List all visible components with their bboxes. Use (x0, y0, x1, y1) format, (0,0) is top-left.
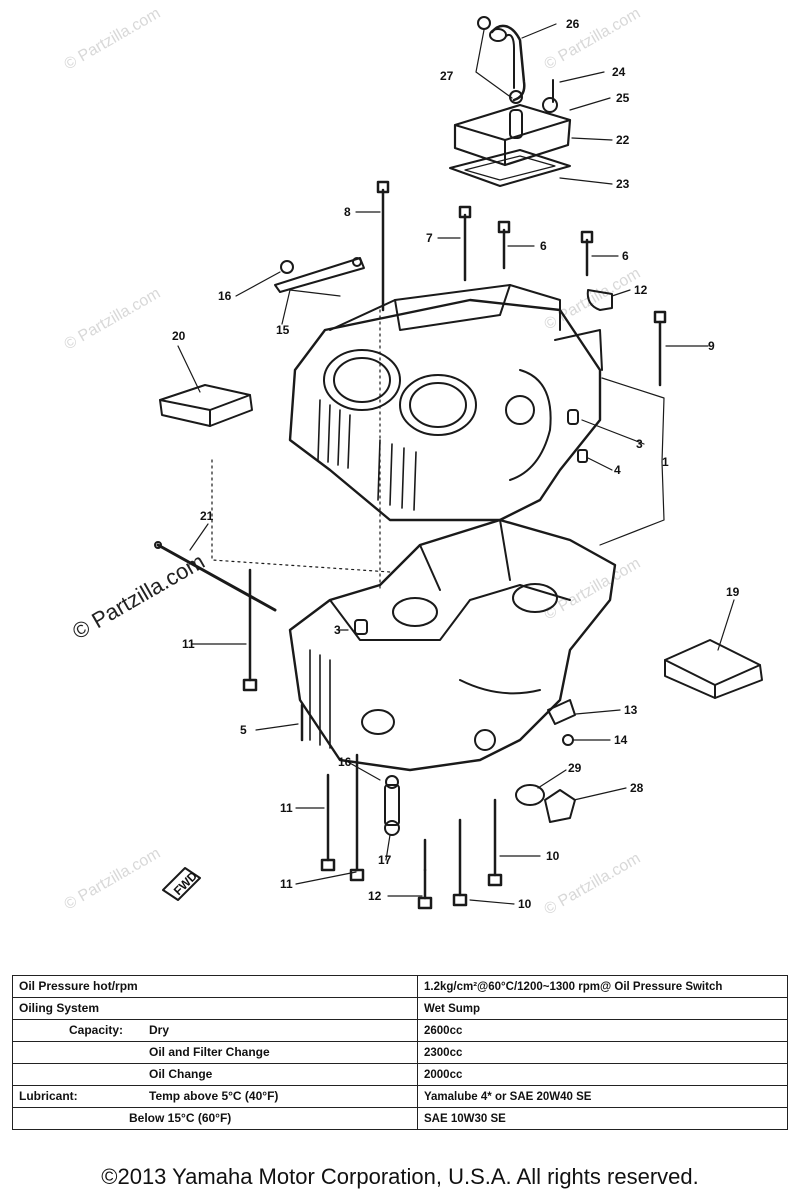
spec-value: 2600cc (417, 1019, 788, 1042)
callout-label: 10 (546, 849, 560, 863)
spec-label: Dry (149, 1023, 170, 1037)
watermarks: © Partzilla.com © Partzilla.com © Partzi… (62, 5, 644, 919)
spec-value: 2000cc (417, 1063, 788, 1086)
callout-label: 19 (726, 585, 740, 599)
callout-label: 24 (612, 65, 626, 79)
spec-label-cell: Below 15°C (60°F) (12, 1107, 418, 1130)
callout-label: 6 (622, 249, 629, 263)
spec-label: Below 15°C (60°F) (129, 1111, 232, 1125)
cable-guide (274, 257, 365, 293)
spec-label: Oiling System (19, 1001, 100, 1015)
watermark: © Partzilla.com (62, 845, 164, 914)
callout-label: 6 (540, 239, 547, 253)
callout-label: 3 (636, 437, 643, 451)
callout-label: 15 (276, 323, 290, 337)
callout-label: 7 (426, 231, 433, 245)
spec-value: 2300cc (417, 1041, 788, 1064)
spec-label-cell: Oil Change (12, 1063, 418, 1086)
spec-label-cell: Oil Pressure hot/rpm (12, 975, 418, 998)
spec-value: Wet Sump (417, 997, 788, 1020)
spec-label: Oil Change (149, 1067, 213, 1081)
callout-label: 13 (624, 703, 638, 717)
callout-label: 8 (344, 205, 351, 219)
watermark: © Partzilla.com (62, 285, 164, 354)
callout-label: 17 (378, 853, 392, 867)
callout-label: 20 (172, 329, 186, 343)
callout-label: 9 (708, 339, 715, 353)
drain-parts (384, 699, 576, 836)
dowel-pin (567, 409, 579, 425)
callout-label: 11 (182, 637, 195, 651)
callouts: 26 24 25 27 22 23 8 7 6 6 12 16 15 9 20 … (171, 17, 740, 911)
spec-row: Oil and Filter Change 2300cc (12, 1041, 788, 1064)
spec-row: Lubricant: Temp above 5°C (40°F) Yamalube … (12, 1085, 788, 1108)
callout-label: 10 (518, 897, 532, 911)
upper-crankcase (288, 284, 603, 522)
watermark: © Partzilla.com (542, 5, 644, 74)
callout-label: 5 (240, 723, 247, 737)
callout-label: 23 (616, 177, 630, 191)
oil-jet (577, 449, 588, 463)
callout-label: 11 (280, 877, 293, 891)
callout-label: 14 (614, 733, 628, 747)
spec-value: Yamalube 4* or SAE 20W40 SE (417, 1085, 788, 1108)
spec-value: SAE 10W30 SE (417, 1107, 788, 1130)
spec-label: Temp above 5°C (40°F) (149, 1089, 279, 1103)
spec-row: Oiling System Wet Sump (12, 997, 788, 1020)
callout-label: 29 (568, 761, 582, 775)
spec-label: Oil and Filter Change (149, 1045, 270, 1059)
callout-label: 11 (280, 801, 293, 815)
callout-label: 3 (334, 623, 341, 637)
fwd-arrow (162, 867, 201, 901)
spec-label: Capacity: (69, 1023, 124, 1037)
callout-label: 27 (440, 69, 454, 83)
callout-label: 21 (200, 509, 214, 523)
callout-label: 16 (218, 289, 232, 303)
watermark: © Partzilla.com (62, 5, 164, 74)
crankcase-exploded-diagram: © Partzilla.com © Partzilla.com © Partzi… (62, 5, 763, 919)
clamp (586, 289, 613, 311)
spec-label-cell: Lubricant: Temp above 5°C (40°F) (12, 1085, 418, 1108)
callout-label: 26 (566, 17, 580, 31)
leader-lines (177, 23, 735, 905)
upper-bolts (376, 180, 667, 387)
callout-label: 25 (616, 91, 630, 105)
copyright-notice: ©2013 Yamaha Motor Corporation, U.S.A. A… (101, 1164, 699, 1189)
callout-label: 1 (662, 455, 669, 469)
oil-specifications-table: Oil Pressure hot/rpm 1.2kg/cm²@60°C/1200~… (12, 975, 788, 1130)
spec-label-cell: Oil and Filter Change (12, 1041, 418, 1064)
spec-label-cell: Capacity: Dry (12, 1019, 418, 1042)
parts (154, 16, 763, 910)
spec-value: 1.2kg/cm²@60°C/1200~1300 rpm@ Oil Pressu… (417, 975, 788, 998)
callout-label: 22 (616, 133, 630, 147)
spec-row: Oil Change 2000cc (12, 1063, 788, 1086)
callout-label: 28 (630, 781, 644, 795)
spec-row: Capacity: Dry 2600cc (12, 1019, 788, 1042)
watermark: © Partzilla.com (542, 555, 644, 624)
plate-20 (159, 384, 253, 427)
lower-crankcase (288, 518, 617, 772)
lower-bolts (242, 568, 503, 910)
callout-label: 12 (368, 889, 382, 903)
spec-label-cell: Oiling System (12, 997, 418, 1020)
callout-label: 12 (634, 283, 648, 297)
spec-label: Lubricant: (19, 1089, 78, 1103)
spec-row: Below 15°C (60°F) SAE 10W30 SE (12, 1107, 788, 1130)
spec-row: Oil Pressure hot/rpm 1.2kg/cm²@60°C/1200~… (12, 975, 788, 998)
callout-label: 16 (338, 755, 352, 769)
callout-label: 4 (614, 463, 621, 477)
spec-label: Oil Pressure hot/rpm (19, 979, 138, 993)
rod (156, 543, 277, 612)
breather-cover (449, 79, 572, 187)
plate-19 (664, 639, 763, 699)
dowel-pin (354, 619, 368, 635)
